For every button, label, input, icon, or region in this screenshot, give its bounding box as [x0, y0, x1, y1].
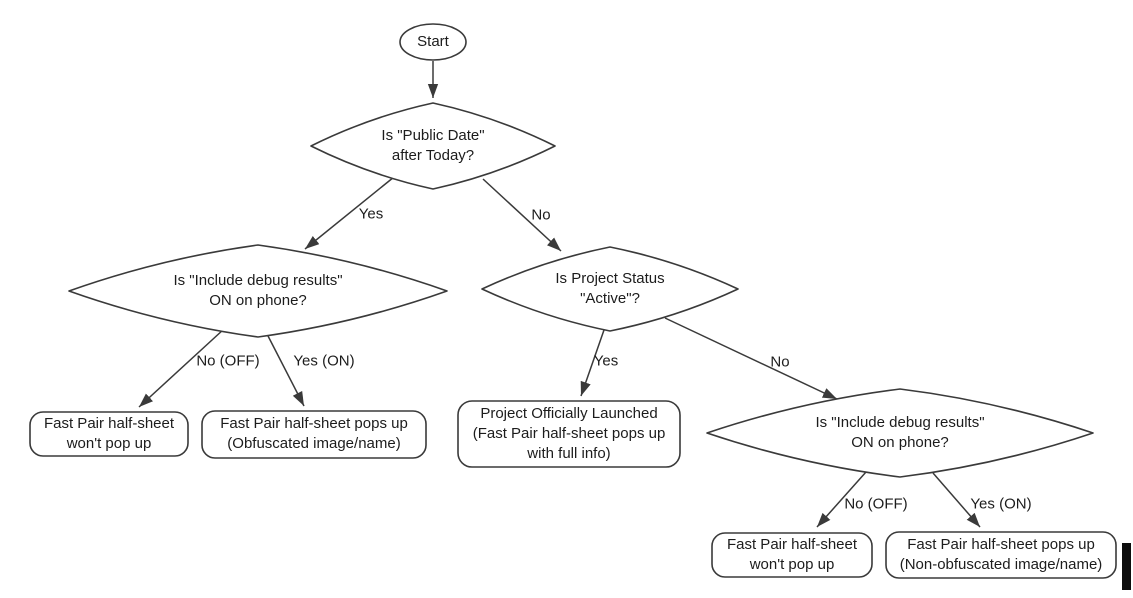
result-launched-label: Project Officially Launched (Fast Pair h…	[473, 404, 666, 464]
edge-debug-right-no	[816, 471, 867, 528]
result-non-obfuscated-shape	[885, 531, 1117, 579]
decision-project-status-line1: Is Project Status	[555, 270, 665, 287]
edge-debug-right-yes	[932, 472, 981, 528]
result-non-obfuscated-line1: Fast Pair half-sheet pops up	[907, 536, 1095, 553]
edge-label-project-status-yes: Yes	[593, 352, 619, 370]
decision-debug-left-shape	[68, 244, 448, 338]
result-launched-shape	[457, 400, 681, 468]
result-non-obfuscated-line2: (Non-obfuscated image/name)	[899, 556, 1103, 573]
result-no-popup-left-line1: Fast Pair half-sheet	[43, 415, 175, 432]
text-cursor-artifact	[1122, 543, 1131, 590]
start-node-shape	[399, 23, 467, 61]
decision-public-date-label: Is "Public Date" after Today?	[381, 126, 484, 166]
decision-debug-right-shape	[706, 388, 1094, 478]
edge-debug-left-no	[138, 328, 225, 408]
result-obfuscated-shape	[201, 410, 427, 459]
decision-debug-right-label: Is "Include debug results" ON on phone?	[815, 413, 984, 453]
result-non-obfuscated-label: Fast Pair half-sheet pops up (Non-obfusc…	[900, 535, 1103, 575]
decision-debug-left-line1: Is "Include debug results"	[173, 272, 343, 289]
start-node-label: Start	[417, 33, 449, 50]
edge-label-project-status-no: No	[770, 353, 790, 371]
result-no-popup-left-label: Fast Pair half-sheet won't pop up	[44, 414, 174, 454]
edge-label-public-date-no: No	[531, 206, 551, 224]
decision-public-date-line1: Is "Public Date"	[381, 127, 485, 144]
result-no-popup-right-line2: won't pop up	[749, 556, 835, 573]
edge-label-debug-left-yes: Yes (ON)	[293, 352, 355, 370]
decision-debug-right-line1: Is "Include debug results"	[815, 414, 985, 431]
result-no-popup-left-line2: won't pop up	[66, 435, 152, 452]
result-obfuscated-line1: Fast Pair half-sheet pops up	[220, 415, 408, 432]
edge-label-debug-right-no: No (OFF)	[844, 495, 908, 513]
edge-label-public-date-yes: Yes	[358, 205, 384, 223]
edge-label-debug-right-yes: Yes (ON)	[970, 495, 1032, 513]
decision-public-date-line2: after Today?	[391, 147, 475, 164]
result-launched-line2: (Fast Pair half-sheet pops up	[472, 425, 666, 442]
decision-debug-left-label: Is "Include debug results" ON on phone?	[173, 271, 342, 311]
result-no-popup-left-shape	[29, 411, 189, 457]
result-obfuscated-line2: (Obfuscated image/name)	[227, 435, 401, 452]
edge-project-status-no	[664, 317, 838, 400]
edge-label-debug-left-no: No (OFF)	[196, 352, 260, 370]
result-launched-line1: Project Officially Launched	[480, 405, 658, 422]
edge-project-status-yes	[580, 329, 605, 397]
decision-public-date-shape	[310, 102, 556, 190]
result-obfuscated-label: Fast Pair half-sheet pops up (Obfuscated…	[220, 414, 408, 454]
decision-project-status-label: Is Project Status "Active"?	[555, 269, 664, 309]
result-no-popup-right-line1: Fast Pair half-sheet	[726, 536, 858, 553]
edge-public-date-no	[482, 178, 562, 252]
edge-debug-left-yes	[266, 333, 305, 407]
result-no-popup-right-label: Fast Pair half-sheet won't pop up	[727, 535, 857, 575]
edge-public-date-yes	[304, 176, 395, 250]
decision-debug-right-line2: ON on phone?	[851, 434, 949, 451]
result-launched-line3: with full info)	[527, 445, 611, 462]
decision-debug-left-line2: ON on phone?	[209, 292, 307, 309]
decision-project-status-line2: "Active"?	[580, 290, 640, 307]
result-no-popup-right-shape	[711, 532, 873, 578]
decision-project-status-shape	[481, 246, 739, 332]
